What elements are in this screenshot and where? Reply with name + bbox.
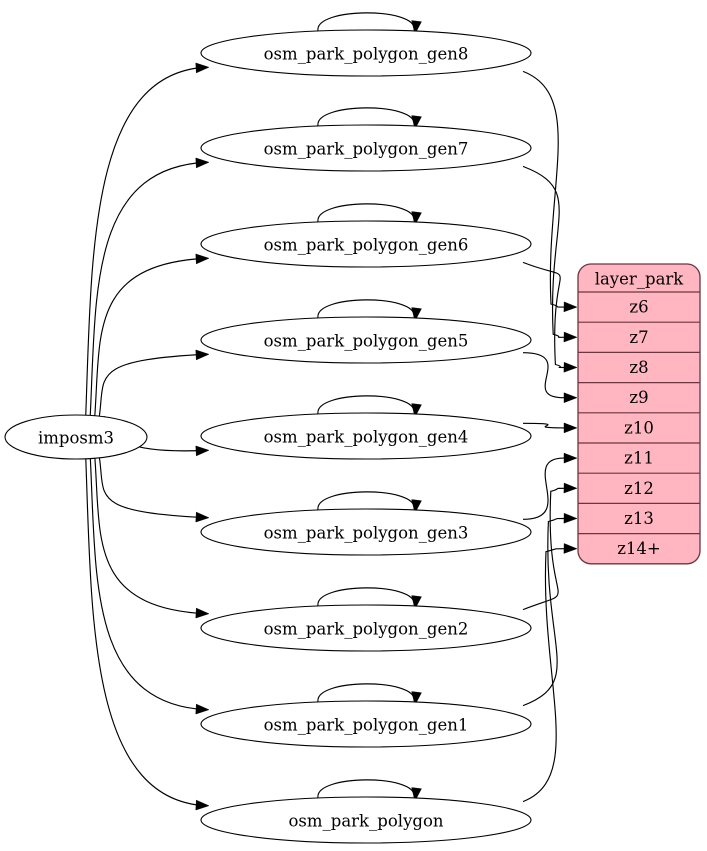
self-loop-arrowhead bbox=[411, 691, 422, 706]
node-imposm3[interactable]: imposm3 bbox=[4, 414, 148, 460]
table-row-label-z8: z8 bbox=[629, 358, 648, 377]
edge-osm_park_polygon_gen4-to-row-z10 bbox=[522, 422, 565, 429]
nodes-layer: osm_park_polygon_gen8 osm_park_polygon_ge… bbox=[4, 29, 532, 844]
edge-arrowhead bbox=[195, 62, 210, 74]
self-loop-arrowhead bbox=[411, 499, 422, 514]
edge-arrowhead bbox=[563, 361, 578, 373]
edge-arrowhead bbox=[563, 392, 578, 403]
self-loop-arrowhead bbox=[411, 403, 422, 418]
edge-imposm3-to-osm_park_polygon_gen1 bbox=[89, 457, 207, 711]
table-layer: layer_park z6 z7 z8 z9 z10 z11 z12 z13 z14+ bbox=[577, 263, 701, 565]
node-osm_park_polygon_gen8[interactable]: osm_park_polygon_gen8 bbox=[200, 29, 532, 77]
node-osm_park_polygon[interactable]: osm_park_polygon bbox=[200, 796, 532, 844]
self-loop-edge bbox=[317, 779, 415, 799]
self-loop-edge bbox=[317, 299, 415, 319]
node-ellipse bbox=[200, 124, 532, 172]
edge-arrowhead bbox=[195, 157, 210, 169]
source-node-label: imposm3 bbox=[38, 429, 114, 448]
edge-arrowhead bbox=[195, 511, 210, 523]
self-loop-edge bbox=[317, 203, 415, 223]
self-loop-arrowhead bbox=[411, 307, 422, 322]
self-loop-arrowhead bbox=[411, 115, 422, 130]
node-ellipse bbox=[200, 412, 532, 460]
node-ellipse bbox=[200, 29, 532, 77]
self-loop-arrowhead bbox=[411, 787, 422, 802]
node-osm_park_polygon_gen4[interactable]: osm_park_polygon_gen4 bbox=[200, 412, 532, 460]
layer-park-table[interactable]: layer_park z6 z7 z8 z9 z10 z11 z12 z13 z14+ bbox=[577, 263, 701, 565]
edge-arrowhead bbox=[563, 482, 578, 494]
node-osm_park_polygon_gen3[interactable]: osm_park_polygon_gen3 bbox=[200, 508, 532, 556]
node-osm_park_polygon_gen6[interactable]: osm_park_polygon_gen6 bbox=[200, 220, 532, 268]
node-ellipse bbox=[200, 604, 532, 652]
edge-arrowhead bbox=[195, 349, 210, 361]
edge-arrowhead bbox=[563, 543, 578, 554]
table-row-label-z12: z12 bbox=[624, 479, 654, 498]
self-loop-edge bbox=[317, 587, 415, 607]
self-loop-edge bbox=[317, 12, 415, 32]
edge-osm_park_polygon_gen1-to-row-z13 bbox=[522, 517, 565, 707]
node-ellipse bbox=[200, 316, 532, 364]
edge-imposm3-to-osm_park_polygon_gen5 bbox=[98, 353, 207, 417]
node-ellipse bbox=[200, 796, 532, 844]
node-label: osm_park_polygon_gen8 bbox=[264, 45, 469, 64]
self-loop-arrowhead bbox=[411, 20, 422, 35]
edge-imposm3-to-osm_park_polygon_gen2 bbox=[94, 457, 207, 615]
node-ellipse bbox=[200, 220, 532, 268]
edge-arrowhead bbox=[195, 253, 210, 265]
edge-arrowhead bbox=[195, 703, 210, 715]
edge-osm_park_polygon_gen5-to-row-z9 bbox=[522, 352, 565, 399]
edge-imposm3-to-osm_park_polygon_gen3 bbox=[98, 457, 207, 519]
node-osm_park_polygon_gen5[interactable]: osm_park_polygon_gen5 bbox=[200, 316, 532, 364]
table-row-label-z13: z13 bbox=[624, 509, 654, 528]
edge-arrowhead bbox=[195, 607, 210, 619]
edge-imposm3-to-osm_park_polygon_gen6 bbox=[94, 257, 207, 417]
source-node-ellipse bbox=[4, 414, 148, 460]
node-label: osm_park_polygon bbox=[288, 812, 443, 831]
table-row-label-z9: z9 bbox=[629, 388, 648, 407]
edges-layer bbox=[85, 12, 578, 811]
table-header-label: layer_park bbox=[595, 270, 685, 289]
node-ellipse bbox=[200, 508, 532, 556]
node-label: osm_park_polygon_gen5 bbox=[264, 332, 469, 351]
edge-osm_park_polygon_gen7-to-row-z7 bbox=[522, 165, 565, 338]
edge-arrowhead bbox=[563, 331, 578, 343]
edge-arrowhead bbox=[563, 452, 578, 464]
self-loop-arrowhead bbox=[411, 211, 422, 226]
edge-osm_park_polygon-to-row-z14+ bbox=[522, 548, 565, 803]
node-label: osm_park_polygon_gen3 bbox=[264, 524, 469, 543]
table-row-label-z14plus: z14+ bbox=[617, 539, 661, 558]
edge-arrowhead bbox=[563, 301, 578, 313]
self-loop-arrowhead bbox=[411, 595, 422, 610]
edge-imposm3-to-osm_park_polygon bbox=[85, 457, 207, 807]
node-label: osm_park_polygon_gen4 bbox=[264, 428, 469, 447]
node-label: osm_park_polygon_gen2 bbox=[264, 620, 469, 639]
self-loop-edge bbox=[317, 395, 415, 415]
edge-imposm3-to-osm_park_polygon_gen7 bbox=[89, 161, 207, 417]
edge-osm_park_polygon_gen8-to-row-z6 bbox=[522, 70, 565, 308]
table-row-label-z11: z11 bbox=[624, 449, 654, 468]
node-label: osm_park_polygon_gen1 bbox=[264, 716, 469, 735]
self-loop-edge bbox=[317, 491, 415, 511]
node-label: osm_park_polygon_gen7 bbox=[264, 140, 469, 159]
node-osm_park_polygon_gen2[interactable]: osm_park_polygon_gen2 bbox=[200, 604, 532, 652]
edge-arrowhead bbox=[563, 512, 578, 524]
table-background bbox=[577, 263, 701, 565]
self-loop-edge bbox=[317, 107, 415, 127]
table-row-label-z6: z6 bbox=[629, 298, 648, 317]
edge-arrowhead bbox=[195, 799, 210, 811]
edge-osm_park_polygon_gen6-to-row-z8 bbox=[522, 261, 565, 369]
table-row-label-z7: z7 bbox=[629, 328, 648, 347]
edge-imposm3-to-osm_park_polygon_gen8 bbox=[85, 66, 207, 417]
edge-arrowhead bbox=[195, 445, 210, 457]
self-loop-edge bbox=[317, 683, 415, 703]
node-osm_park_polygon_gen7[interactable]: osm_park_polygon_gen7 bbox=[200, 124, 532, 172]
node-osm_park_polygon_gen1[interactable]: osm_park_polygon_gen1 bbox=[200, 700, 532, 748]
table-row-label-z10: z10 bbox=[624, 418, 654, 437]
node-ellipse bbox=[200, 700, 532, 748]
edge-osm_park_polygon_gen3-to-row-z11 bbox=[522, 457, 565, 520]
edge-arrowhead bbox=[563, 422, 578, 434]
node-label: osm_park_polygon_gen6 bbox=[264, 236, 469, 255]
